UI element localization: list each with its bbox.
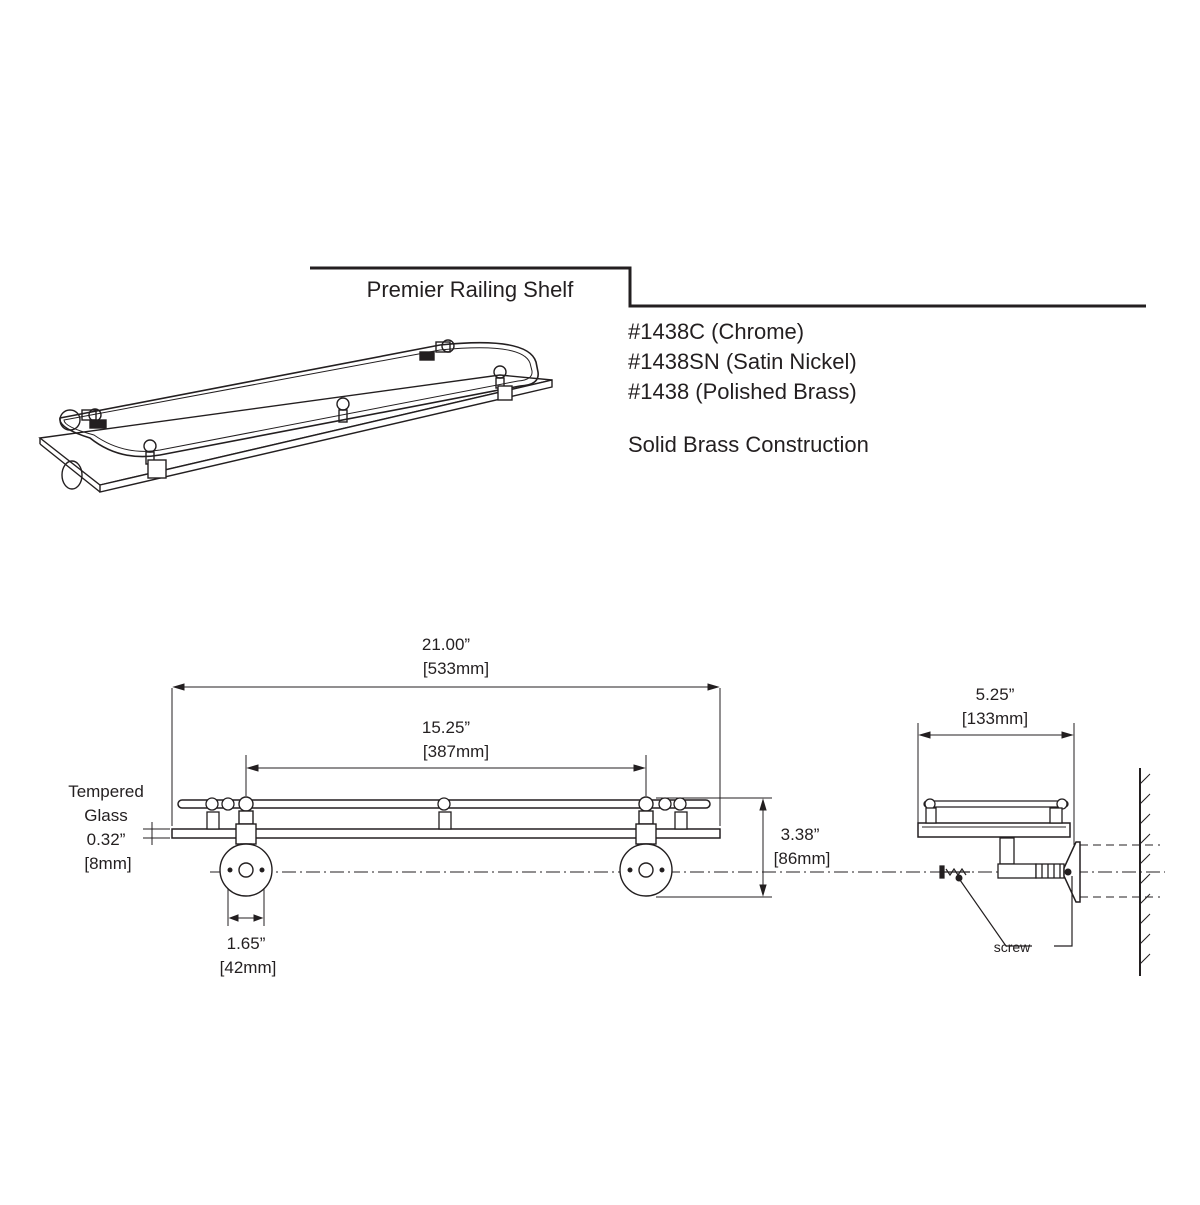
wall-anchor (1035, 863, 1065, 879)
glass-thickness-in: 0.32” (87, 830, 126, 849)
dim-mount-spacing (245, 755, 647, 796)
dim-depth (917, 723, 1075, 845)
dim-height-mm: [86mm] (774, 849, 831, 868)
finish-satin-nickel: #1438SN (Satin Nickel) (628, 349, 857, 374)
wall-bracket-left (219, 796, 273, 897)
title-rule (310, 266, 1146, 308)
screw-icon (939, 865, 970, 879)
dim-glass-thickness (143, 822, 170, 845)
rail-posts (59, 339, 513, 479)
screw-label: screw (994, 939, 1031, 955)
side-elevation (917, 723, 1160, 976)
dim-height (656, 797, 772, 898)
finish-chrome: #1438C (Chrome) (628, 319, 804, 344)
product-title: Premier Railing Shelf (367, 277, 575, 302)
dim-mount-spacing-mm: [387mm] (423, 742, 489, 761)
glass-thickness-mm: [8mm] (84, 854, 131, 873)
wall-bracket-right (619, 796, 673, 897)
dim-overall-length-in: 21.00” (422, 635, 471, 654)
glass-label-line2: Glass (84, 806, 127, 825)
wall-hatch (1139, 773, 1151, 965)
dim-flange (227, 888, 265, 926)
glass-label-line1: Tempered (68, 782, 144, 801)
dim-mount-spacing-in: 15.25” (422, 718, 471, 737)
dim-flange-in: 1.65” (227, 934, 266, 953)
shelf-isometric-illustration (38, 339, 553, 493)
dim-overall-length (171, 683, 721, 826)
dim-overall-length-mm: [533mm] (423, 659, 489, 678)
finish-polished-brass: #1438 (Polished Brass) (628, 379, 857, 404)
dim-flange-mm: [42mm] (220, 958, 277, 977)
dim-height-in: 3.38” (781, 825, 820, 844)
construction-note: Solid Brass Construction (628, 432, 869, 457)
dim-depth-in: 5.25” (976, 685, 1015, 704)
dim-depth-mm: [133mm] (962, 709, 1028, 728)
front-posts (205, 797, 688, 830)
